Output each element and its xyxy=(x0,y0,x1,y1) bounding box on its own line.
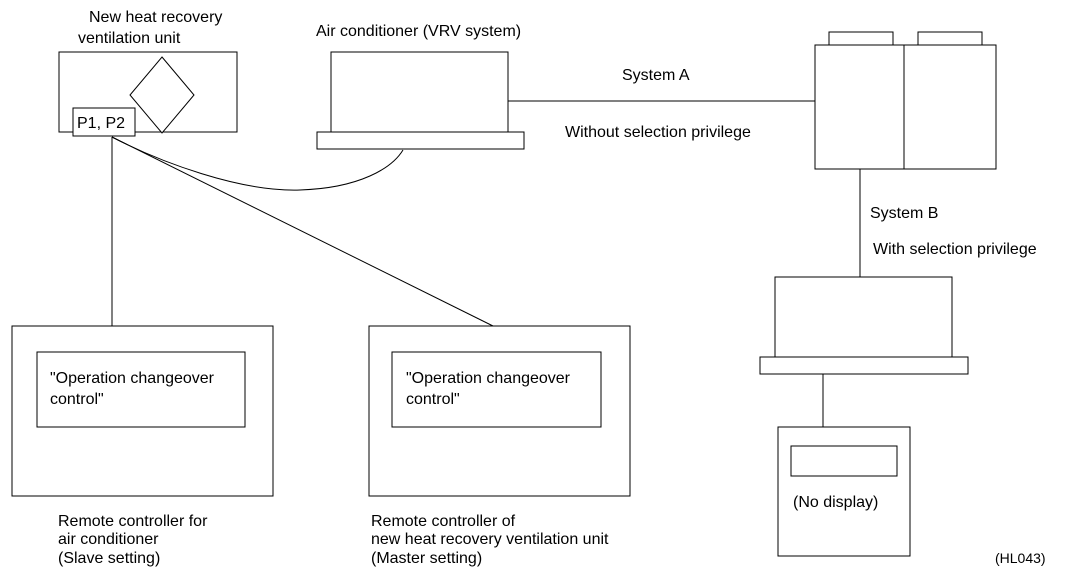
remote-b-display-text: (No display) xyxy=(793,494,878,511)
indoor-unit-a-panel xyxy=(316,131,525,150)
remote-slave-caption-line2: air conditioner xyxy=(58,531,159,548)
remote-controller-master: "Operation changeover control" Remote co… xyxy=(368,325,631,567)
terminal-label: P1, P2 xyxy=(77,115,125,132)
heat-exchanger-diamond-icon xyxy=(129,56,195,134)
indoor-unit-b-body xyxy=(774,276,953,358)
outdoor-fan-right-icon xyxy=(917,31,983,46)
indoor-unit-b-panel xyxy=(759,356,969,375)
remote-b-display xyxy=(790,445,898,477)
system-b-name: System B xyxy=(870,205,938,222)
indoor-unit-a: Air conditioner (VRV system) xyxy=(316,23,525,150)
outdoor-unit xyxy=(814,31,997,170)
remote-slave-screen-line2: control" xyxy=(50,391,104,408)
system-a-name: System A xyxy=(622,67,690,84)
hrv-title-line1: New heat recovery xyxy=(89,9,222,26)
indoor-unit-a-title: Air conditioner (VRV system) xyxy=(316,23,521,40)
remote-master-caption-line1: Remote controller of xyxy=(371,513,516,530)
remote-master-caption-line2: new heat recovery ventilation unit xyxy=(371,531,609,548)
wire-to-indoor-unit-a xyxy=(111,136,404,191)
remote-controller-slave: "Operation changeover control" Remote co… xyxy=(11,325,274,567)
figure-code: (HL043) xyxy=(995,550,1046,566)
remote-master-screen xyxy=(391,351,602,428)
remote-slave-caption-line1: Remote controller for xyxy=(58,513,208,530)
indoor-unit-b xyxy=(759,276,969,375)
remote-master-screen-line1: "Operation changeover xyxy=(406,370,571,387)
indoor-unit-a-body xyxy=(330,51,509,133)
remote-slave-screen-line1: "Operation changeover xyxy=(50,370,215,387)
outdoor-unit-body xyxy=(814,44,997,170)
hrv-unit: New heat recovery ventilation unit P1, P… xyxy=(58,9,238,137)
remote-slave-screen xyxy=(36,351,246,428)
system-a-privilege: Without selection privilege xyxy=(565,124,751,141)
terminal-block xyxy=(72,107,136,137)
wire-to-remote-master xyxy=(111,136,494,327)
remote-master-caption-line3: (Master setting) xyxy=(371,550,482,567)
system-b-privilege: With selection privilege xyxy=(873,241,1037,258)
hrv-title-line2: ventilation unit xyxy=(78,30,181,47)
remote-slave-caption-line3: (Slave setting) xyxy=(58,550,160,567)
remote-controller-b: (No display) xyxy=(777,426,911,557)
remote-master-screen-line2: control" xyxy=(406,391,460,408)
outdoor-fan-left-icon xyxy=(828,31,894,46)
